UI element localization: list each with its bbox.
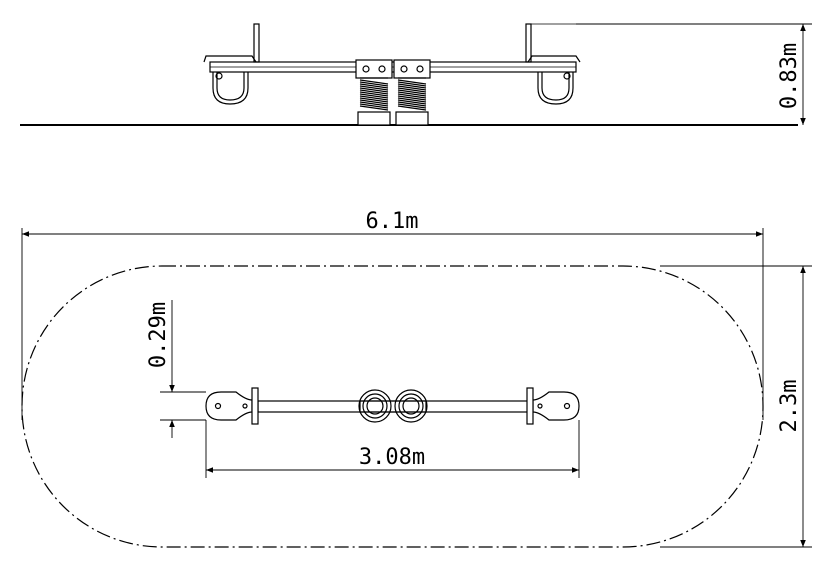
spring-left bbox=[357, 77, 391, 126]
seat-depth-dimension-label: 0.29m bbox=[146, 302, 171, 368]
plan-backrest-right bbox=[526, 387, 534, 425]
plan-seat-left bbox=[205, 391, 253, 421]
safety-zone-outline bbox=[21, 265, 764, 548]
side-backrest-right bbox=[525, 23, 532, 63]
plan-spring-right bbox=[394, 389, 428, 423]
spring-right bbox=[395, 77, 429, 126]
spring-bracket-left bbox=[355, 59, 393, 79]
spring-bracket-right bbox=[393, 59, 431, 79]
seat-span-dimension-label: 3.08m bbox=[359, 445, 425, 470]
side-footrest-left bbox=[212, 72, 249, 105]
side-elevation-view: 0.83m bbox=[20, 23, 812, 126]
plan-backrest-left bbox=[251, 387, 259, 425]
side-seat-left bbox=[203, 55, 257, 63]
plan-seat-right bbox=[532, 391, 580, 421]
side-footrest-right bbox=[537, 72, 574, 105]
width-dimension-label: 2.3m bbox=[777, 380, 802, 433]
length-dimension-label: 6.1m bbox=[366, 209, 419, 234]
side-backrest-left bbox=[253, 23, 260, 63]
height-dimension-label: 0.83m bbox=[777, 43, 802, 109]
plan-spring-left bbox=[358, 389, 392, 423]
side-seat-right bbox=[527, 55, 581, 63]
plan-view: 6.1m 2.3m bbox=[21, 209, 812, 548]
